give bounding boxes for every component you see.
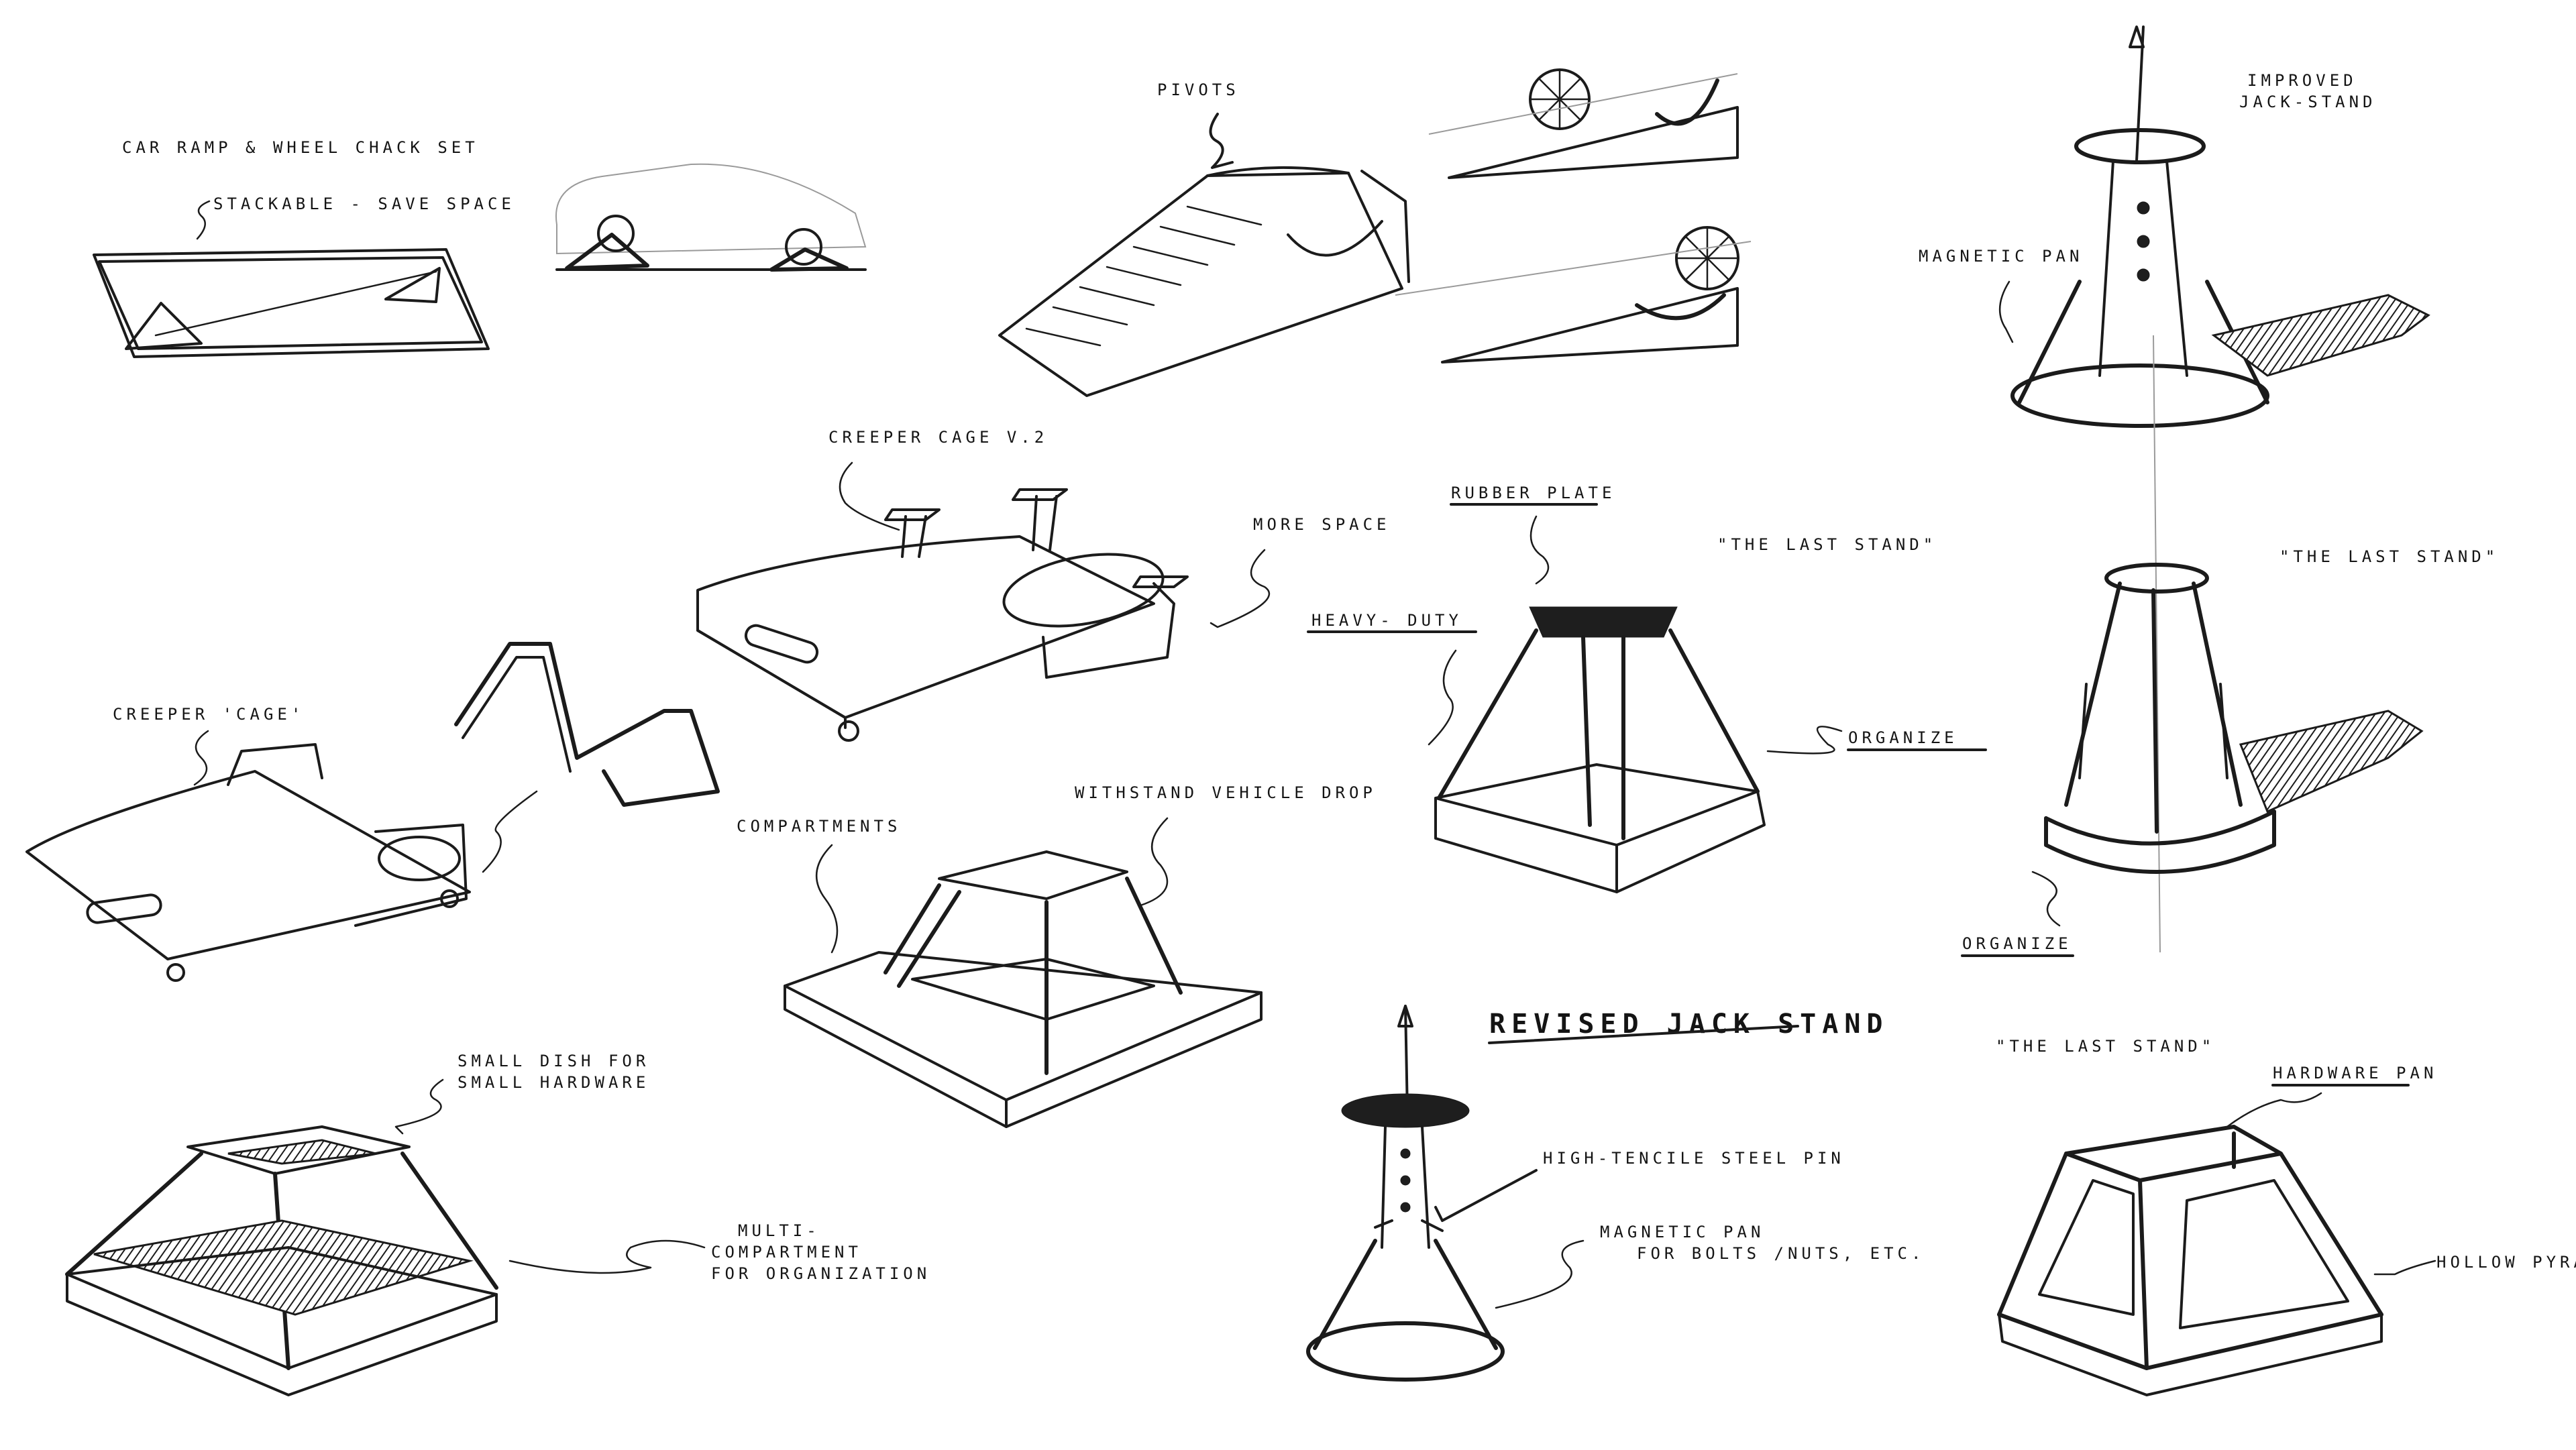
small-dish-label-line2: SMALL HARDWARE (458, 1073, 649, 1092)
creeper-cage-v2-sketch: CREEPER CAGE V.2 MORE SPACE (696, 428, 1391, 742)
last-stand-label-1: "THE LAST STAND" (1717, 535, 1937, 554)
last-stand-sketch: "THE LAST STAND" ORGANIZE (1961, 335, 2499, 957)
more-space-label: MORE SPACE (1253, 515, 1391, 534)
cage-frame-drawing (454, 642, 720, 873)
heavy-duty-label: HEAVY- DUTY (1311, 611, 1462, 630)
pivot-ramp-sketch: PIVOTS (998, 80, 1410, 397)
multi-label-line3: FOR ORGANIZATION (711, 1264, 930, 1283)
hollow-pyramid-label: HOLLOW PYRAMID (2436, 1253, 2576, 1272)
organize-label-2: ORGANIZE (1962, 934, 2072, 953)
pivots-label: PIVOTS (1157, 80, 1240, 99)
hollow-pyramid-sketch: "THE LAST STAND" HARDWARE PAN HOLLOW PYR… (1996, 1037, 2576, 1396)
last-stand-label-2: "THE LAST STAND" (2279, 547, 2499, 566)
magnetic-pan-label-top: MAGNETIC PAN (1919, 247, 2083, 266)
last-stand-label-3: "THE LAST STAND" (1996, 1037, 2215, 1056)
withstand-label: WITHSTAND VEHICLE DROP (1075, 783, 1377, 802)
rubber-plate-label: RUBBER PLATE (1451, 484, 1615, 502)
creeper-cage-v2-label: CREEPER CAGE V.2 (828, 428, 1048, 447)
stackable-label: STACKABLE - SAVE SPACE (213, 194, 515, 213)
revised-jack-stand-sketch: REVISED JACK STAND HIGH-TENCILE STEEL PI… (1306, 1005, 1925, 1382)
stacked-ramps-drawing (93, 248, 490, 358)
wheel-chock-sketches (1395, 68, 1752, 364)
wheel-chock-lower (1395, 226, 1752, 364)
multi-label-line1: MULTI- (738, 1221, 820, 1240)
heavy-duty-stand-sketch: RUBBER PLATE HEAVY- DUTY ORGANIZE "THE L… (1307, 484, 1987, 893)
steel-pin-label: HIGH-TENCILE STEEL PIN (1543, 1149, 1845, 1168)
wheel-chock-upper (1428, 68, 1739, 179)
creeper-cage-sketch: CREEPER 'CAGE' (25, 642, 720, 982)
improved-jack-stand-sketch: IMPROVED JACK-STAND MAGNETIC PAN (1919, 25, 2430, 428)
improved-label-line1: IMPROVED (2247, 71, 2357, 90)
improved-label-line2: JACK-STAND (2239, 93, 2377, 111)
ramp-title-label: CAR RAMP & WHEEL CHACK SET (122, 138, 479, 157)
ramp-set-sketch: CAR RAMP & WHEEL CHACK SET STACKABLE - S… (93, 138, 867, 358)
organize-label-1: ORGANIZE (1848, 728, 1958, 747)
compartment-stand-sketch: COMPARTMENTS WITHSTAND VEHICLE DROP (737, 783, 1377, 1128)
multi-label-line2: COMPARTMENT (711, 1243, 862, 1262)
magnetic-pan-label-line2: FOR BOLTS /NUTS, ETC. (1637, 1244, 1925, 1263)
compartments-label: COMPARTMENTS (737, 817, 901, 836)
hardware-pan-label: HARDWARE PAN (2273, 1064, 2437, 1082)
creeper-cage-label: CREEPER 'CAGE' (113, 705, 305, 724)
small-dish-label-line1: SMALL DISH FOR (458, 1052, 649, 1070)
revised-jack-label: REVISED JACK STAND (1489, 1009, 1888, 1040)
car-on-ramps-drawing (555, 163, 867, 272)
magnetic-pan-label-line1: MAGNETIC PAN (1600, 1223, 1764, 1241)
multi-compartment-sketch: SMALL DISH FOR SMALL HARDWARE MULTI- COM… (65, 1052, 930, 1396)
